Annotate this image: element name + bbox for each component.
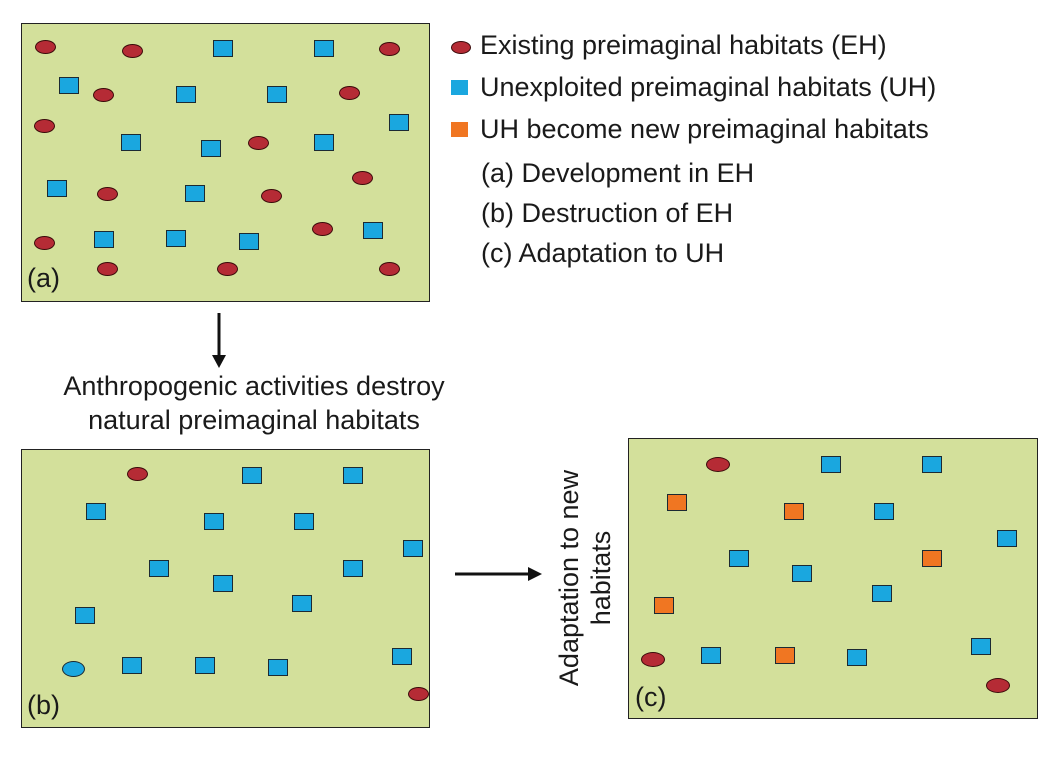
eh-marker-icon [641,652,665,667]
uh-marker-icon [204,513,224,530]
new-habitat-marker-icon [654,597,674,614]
uh-marker-icon [176,86,196,103]
legend-b-label: (b) Destruction of EH [481,198,734,228]
right-arrow-icon [455,567,542,581]
eh-marker-icon [122,44,143,58]
eh-marker-icon [379,262,400,276]
panel-c: (c) [628,438,1038,719]
uh-marker-icon [294,513,314,530]
panel-a-label: (a) [27,263,60,293]
eh-marker-icon [706,457,730,472]
uh-marker-icon [971,638,991,655]
panel-b: (b) [21,449,430,728]
new-habitat-marker-icon [784,503,804,520]
panel-a: (a) [21,23,430,302]
uh-marker-icon [75,607,95,624]
eh-marker-icon [352,171,373,185]
eh-marker-icon [986,678,1010,693]
legend-uh-swatch-icon [451,80,468,95]
uh-marker-icon [47,180,67,197]
legend-new-label: UH become new preimaginal habitats [480,114,929,144]
uh-marker-icon [363,222,383,239]
uh-marker-icon [213,575,233,592]
new-habitat-marker-icon [922,550,942,567]
eh-marker-icon [34,236,55,250]
uh-marker-icon [195,657,215,674]
eh-marker-icon [217,262,238,276]
uh-marker-icon [94,231,114,248]
uh-marker-icon [239,233,259,250]
legend-eh-swatch-icon [451,41,471,54]
uh-marker-icon [874,503,894,520]
uh-marker-icon [403,540,423,557]
uh-marker-icon [343,467,363,484]
legend-c-label: (c) Adaptation to UH [481,238,725,268]
uh-marker-icon [847,649,867,666]
eh-marker-icon [97,262,118,276]
uh-marker-icon [821,456,841,473]
uh-marker-icon [242,467,262,484]
uh-marker-icon [792,565,812,582]
legend-a-label: (a) Development in EH [481,158,755,188]
eh-marker-icon [339,86,360,100]
blue-oval-marker-icon [62,661,85,677]
uh-marker-icon [268,659,288,676]
uh-marker-icon [122,657,142,674]
uh-marker-icon [314,134,334,151]
anthropogenic-caption-line1: Anthropogenic activities destroy [63,371,445,401]
eh-marker-icon [34,119,55,133]
uh-marker-icon [59,77,79,94]
eh-marker-icon [248,136,269,150]
legend-uh-label: Unexploited preimaginal habitats (UH) [480,72,937,102]
uh-marker-icon [185,185,205,202]
uh-marker-icon [166,230,186,247]
uh-marker-icon [922,456,942,473]
eh-marker-icon [261,189,282,203]
uh-marker-icon [389,114,409,131]
uh-marker-icon [213,40,233,57]
eh-marker-icon [408,687,429,701]
uh-marker-icon [267,86,287,103]
uh-marker-icon [121,134,141,151]
panel-c-label: (c) [635,682,667,712]
uh-marker-icon [872,585,892,602]
legend-new-swatch-icon [451,122,468,137]
new-habitat-marker-icon [667,494,687,511]
uh-marker-icon [729,550,749,567]
uh-marker-icon [201,140,221,157]
uh-marker-icon [343,560,363,577]
uh-marker-icon [149,560,169,577]
uh-marker-icon [701,647,721,664]
eh-marker-icon [379,42,400,56]
new-habitat-marker-icon [775,647,795,664]
uh-marker-icon [997,530,1017,547]
panel-b-label: (b) [27,690,60,720]
uh-marker-icon [392,648,412,665]
uh-marker-icon [314,40,334,57]
eh-marker-icon [127,467,148,481]
uh-marker-icon [292,595,312,612]
legend-eh-label: Existing preimaginal habitats (EH) [480,30,887,60]
uh-marker-icon [86,503,106,520]
eh-marker-icon [93,88,114,102]
eh-marker-icon [35,40,56,54]
eh-marker-icon [312,222,333,236]
anthropogenic-caption-line2: natural preimaginal habitats [88,405,420,435]
down-arrow-icon [212,313,226,368]
eh-marker-icon [97,187,118,201]
